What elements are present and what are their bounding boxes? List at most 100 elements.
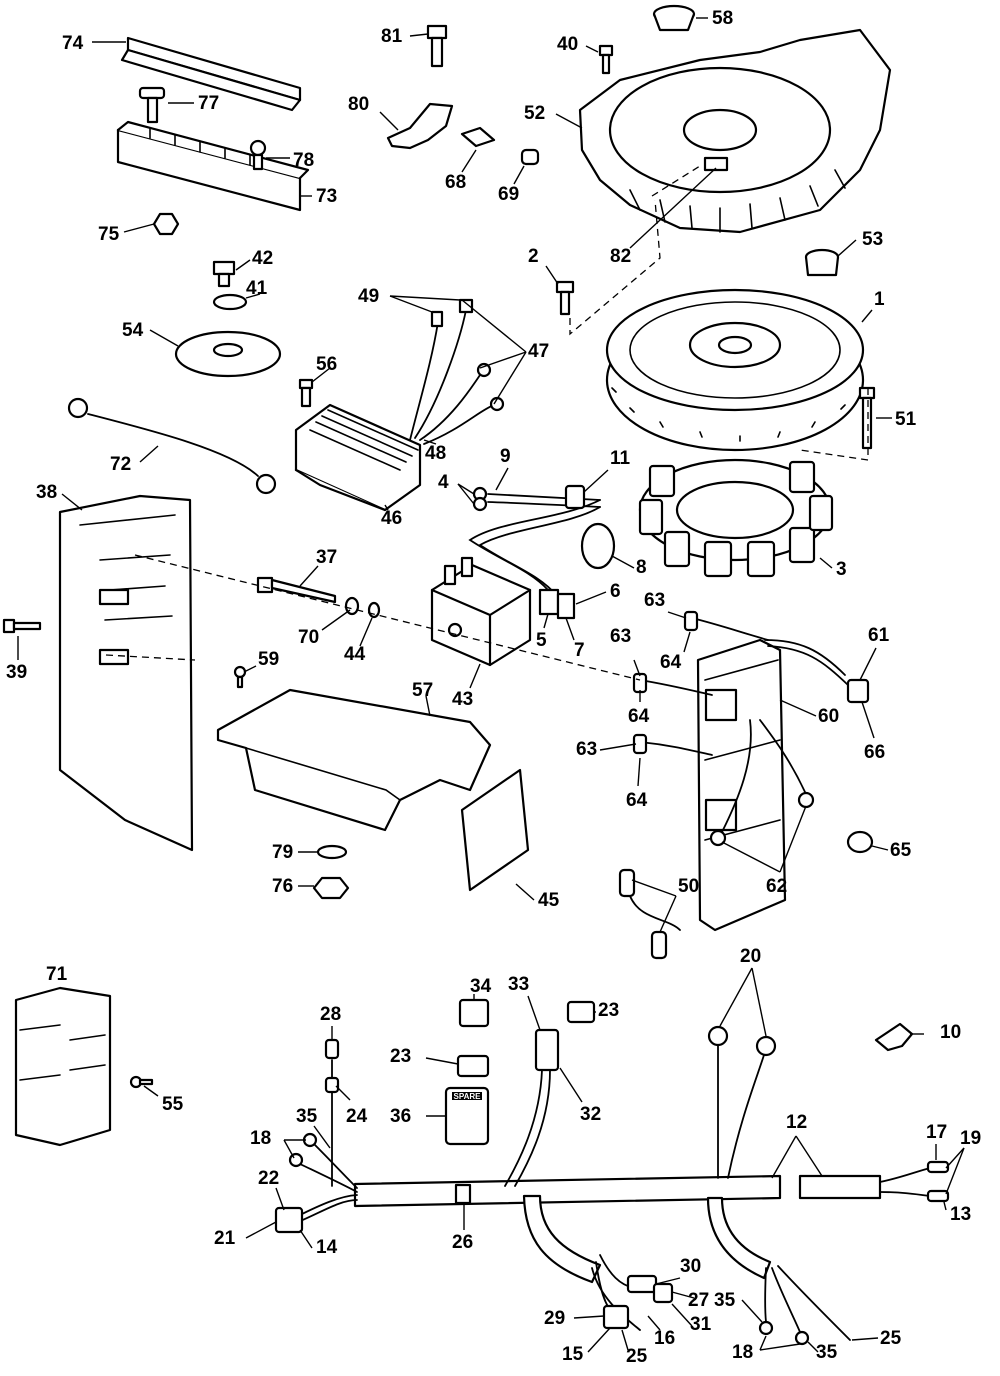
callout-number: 53 [862,229,883,250]
callout-number: 22 [258,1168,279,1189]
callout-leader [861,309,873,323]
callout-number: 52 [524,103,545,124]
callout-number: 2 [528,246,539,267]
callout-number: 62 [766,876,787,897]
callout-number: 73 [316,186,337,207]
callout-43: 43 [452,663,481,710]
callout-26: 26 [452,1204,473,1253]
callout-54: 54 [122,320,179,347]
callout-80: 80 [348,94,399,131]
part-78-screw [249,139,267,171]
callout-72: 72 [110,445,159,475]
callout-leader [871,845,889,851]
callout-number: 40 [557,34,578,55]
callout-leader [759,1335,767,1351]
callout-leader [573,1315,605,1319]
callout-65: 65 [871,840,912,861]
callout-number: 10 [940,1022,961,1043]
callout-30: 30 [655,1256,701,1285]
callout-40: 40 [557,34,599,55]
callout-75: 75 [98,223,155,245]
callout-15: 15 [562,1327,611,1365]
callout-number: 27 [688,1290,709,1311]
callout-leader [389,295,461,301]
callout-leader [671,1303,693,1327]
callout-36: 36 [390,1106,446,1127]
callout-number: 74 [62,33,84,54]
callout-leader [943,1201,947,1211]
callout-leader [683,631,691,653]
part-12-main-harness [353,1174,882,1284]
callout-number: 79 [272,842,293,863]
callout-leader [655,1277,681,1285]
callout-leader [721,841,781,873]
callout-number: 71 [46,964,68,985]
part-40-screw [598,44,614,75]
callout-number: 12 [786,1112,807,1133]
part-57-shield [216,688,492,832]
part-74-cover-strip [120,36,302,112]
part-48-wire-harness [409,298,505,445]
part-61-harness [764,639,870,704]
part-46-rectifier [294,403,422,512]
spare-badge-text: SPARE [454,1092,482,1101]
callout-number: 38 [36,482,57,503]
callout-number: 49 [358,286,379,307]
callout-66: 66 [861,701,885,763]
part-42-bolt [212,260,236,288]
callout-23b: 23 [594,1000,619,1021]
callout-leader [599,743,637,751]
callout-56: 56 [311,354,337,383]
part-76-nut [312,876,350,900]
callout-number: 51 [895,409,917,430]
callout-13: 13 [943,1201,971,1225]
callout-leader [321,609,351,631]
part-8-strap [580,522,616,570]
callout-61: 61 [859,625,890,681]
callout-leader [559,1067,583,1103]
part-72-ground-cable [67,397,277,495]
callout-74: 74 [62,33,126,54]
callout-number: 81 [381,26,403,47]
callout-38: 38 [36,482,83,511]
callout-number: 64 [628,706,650,727]
callout-leader [409,33,429,37]
callout-8: 8 [611,555,647,578]
callout-number: 18 [250,1128,271,1149]
callout-59: 59 [243,649,279,673]
callout-leader [61,493,83,511]
part-71-cover [14,986,112,1147]
callout-63: 63 [644,590,687,619]
callout-leader [299,565,319,587]
callout-number: 41 [246,278,268,299]
callout-number: 26 [452,1232,473,1253]
callout-52: 52 [524,103,583,129]
callout-leader [457,483,475,495]
callout-50: 50 [631,876,699,933]
callout-number: 5 [536,630,547,651]
callout-48: 48 [423,439,446,464]
callout-number: 60 [818,706,839,727]
callout-number: 70 [298,627,319,648]
callout-14: 14 [299,1229,338,1258]
callout-leader [283,1139,295,1159]
callout-number: 30 [680,1256,701,1277]
callout-16: 16 [647,1315,675,1349]
callout-number: 45 [538,890,560,911]
callout-number: 36 [390,1106,411,1127]
part-45-plate [460,768,530,892]
callout-number: 37 [316,547,337,568]
callout-number: 13 [950,1204,971,1225]
callout-29: 29 [544,1308,605,1329]
callout-number: 82 [610,246,631,267]
callout-leader [779,699,817,717]
callout-leader [587,1327,611,1353]
part-9-stator-leads [468,486,601,596]
callout-number: 63 [576,739,597,760]
part-55-screw [129,1075,154,1089]
callout-number: 43 [452,689,473,710]
callout-leader [313,1125,331,1149]
callout-leader [575,591,607,605]
callout-leader [667,611,687,619]
